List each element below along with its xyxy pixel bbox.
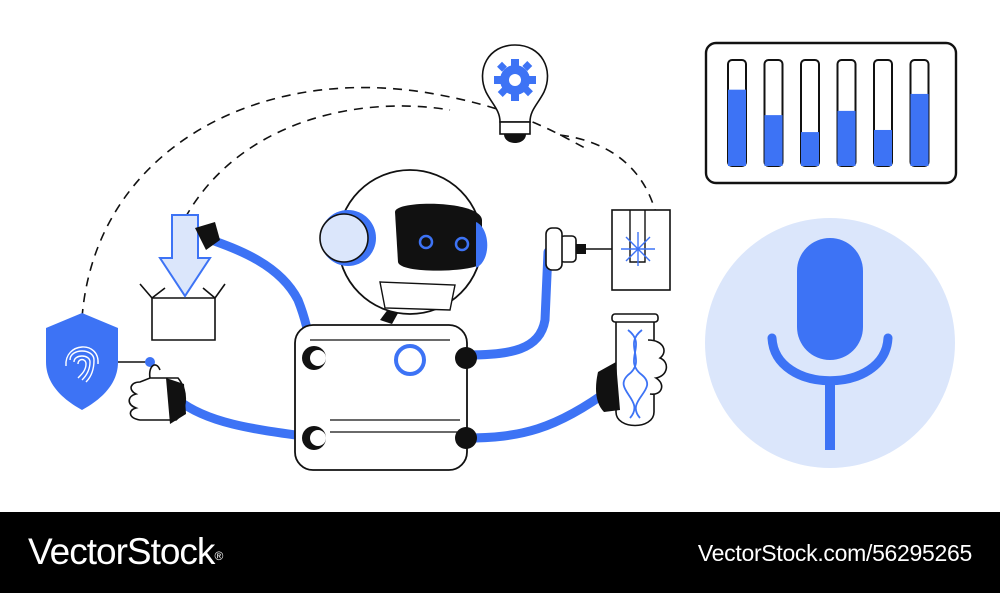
image-id-text: VectorStock.com/56295265: [697, 540, 972, 566]
equalizer-sliders-icon: [704, 41, 958, 185]
equalizer-level-fill: [728, 89, 746, 166]
equalizer-level-fill: [801, 132, 819, 166]
equalizer-bars: [727, 59, 930, 167]
equalizer-level-fill: [837, 110, 856, 166]
ai-robot-illustration: [46, 41, 958, 471]
equalizer-level-fill: [874, 129, 892, 166]
dashed-connection-arcs: [81, 86, 656, 319]
microphone-icon: [705, 218, 955, 468]
robot-icon: [294, 169, 488, 471]
lightbulb-gear-icon: [481, 44, 549, 143]
equalizer-level-fill: [910, 93, 929, 166]
equalizer-level-fill: [764, 115, 783, 166]
laser-emitter-icon: [545, 209, 671, 291]
watermark-footer: VectorStock® VectorStock.com/56295265: [0, 512, 1000, 593]
brand-logo: VectorStock®: [28, 531, 223, 572]
gripper-left-top: [195, 222, 220, 250]
dna-test-tube-icon: [596, 313, 668, 427]
robot-hand-left: [128, 364, 187, 424]
shield-fingerprint-icon: [46, 313, 155, 410]
download-box-icon: [139, 214, 226, 341]
